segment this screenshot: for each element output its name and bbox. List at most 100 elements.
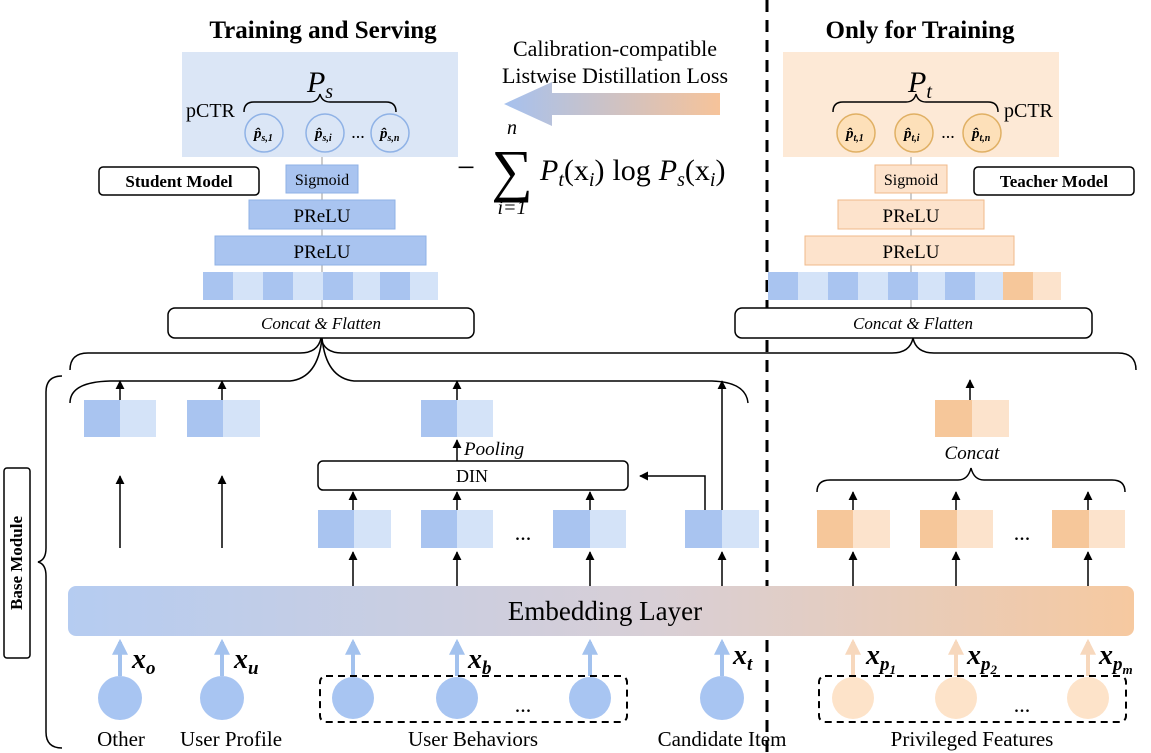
behavior-embedding-dots: ... bbox=[515, 520, 532, 545]
top-merge-brace bbox=[69, 337, 1137, 371]
teacher-prelu-2-label: PReLU bbox=[883, 242, 940, 263]
loss-minus: − bbox=[457, 149, 475, 185]
student-pctr-label: pCTR bbox=[186, 100, 236, 122]
student-embedding-strip bbox=[203, 272, 438, 300]
user-profile-input-node bbox=[200, 676, 244, 720]
other-output-embedding bbox=[84, 400, 156, 437]
label-user-behaviors: User Behaviors bbox=[408, 727, 538, 751]
label-privileged-features: Privileged Features bbox=[891, 727, 1054, 751]
privileged-embedding-2 bbox=[920, 510, 993, 548]
teacher-model-label-box bbox=[973, 166, 1135, 196]
xo-label: xo bbox=[131, 644, 156, 679]
privileged-features-group bbox=[818, 675, 1127, 723]
privileged-input-node-m bbox=[1067, 677, 1109, 719]
loss-title-line2: Listwise Distillation Loss bbox=[502, 63, 728, 88]
svg-text:p̂t,n: p̂t,n bbox=[970, 126, 991, 144]
privileged-input-node-2 bbox=[935, 677, 977, 719]
student-bubble-i: p̂s,i bbox=[305, 113, 345, 153]
teacher-bubble-1: p̂t,1 bbox=[836, 113, 876, 153]
base-module-label-box: Base Module bbox=[3, 467, 31, 659]
student-feature-brace bbox=[69, 337, 749, 404]
teacher-brace bbox=[832, 93, 999, 113]
pooling-label: Pooling bbox=[463, 439, 524, 460]
behavior-embedding-2 bbox=[421, 510, 493, 548]
student-prelu-1-label: PReLU bbox=[294, 206, 351, 227]
svg-text:p̂s,i: p̂s,i bbox=[313, 126, 332, 144]
xt-label: xt bbox=[732, 640, 753, 675]
teacher-concat-flatten-label: Concat & Flatten bbox=[853, 314, 973, 333]
student-brace bbox=[243, 93, 397, 113]
teacher-model-label: Teacher Model bbox=[1000, 172, 1108, 191]
teacher-pctr-label: pCTR bbox=[1004, 100, 1054, 122]
privileged-input-node-1 bbox=[832, 677, 874, 719]
embedding-layer-label: Embedding Layer bbox=[508, 596, 702, 626]
student-sigmoid-label: Sigmoid bbox=[295, 172, 349, 189]
teacher-pt-label: Pt bbox=[907, 66, 932, 103]
teacher-sigmoid-box bbox=[874, 164, 948, 194]
distillation-arrow bbox=[504, 82, 720, 126]
svg-text:p̂t,1: p̂t,1 bbox=[844, 126, 864, 144]
student-bubble-1: p̂s,1 bbox=[244, 113, 284, 153]
privileged-embedding-m bbox=[1052, 510, 1125, 548]
student-model-label-box bbox=[98, 166, 260, 196]
loss-sum-lower: i=1 bbox=[497, 197, 526, 219]
base-module-label: Base Module bbox=[7, 516, 26, 610]
student-prelu-2-label: PReLU bbox=[294, 242, 351, 263]
other-input-node bbox=[98, 676, 142, 720]
privileged-input-dots: ... bbox=[1014, 692, 1031, 717]
label-other: Other bbox=[97, 727, 145, 751]
xp2-label: xp2 bbox=[966, 640, 998, 677]
label-candidate-item: Candidate Item bbox=[658, 727, 787, 751]
behavior-input-node-n bbox=[569, 677, 611, 719]
user-behaviors-group bbox=[319, 675, 628, 723]
teacher-bubble-i: p̂t,i bbox=[894, 113, 934, 153]
teacher-sigmoid-label: Sigmoid bbox=[884, 172, 938, 189]
privileged-embedding-dots: ... bbox=[1014, 520, 1031, 545]
label-user-profile: User Profile bbox=[180, 727, 282, 751]
candidate-embedding bbox=[685, 510, 759, 548]
din-box bbox=[317, 460, 629, 491]
xp1-label: xp1 bbox=[865, 640, 896, 677]
teacher-embedding-strip bbox=[768, 272, 1061, 300]
teacher-prelu-1-label: PReLU bbox=[883, 206, 940, 227]
xpm-label: xpm bbox=[1098, 640, 1133, 677]
candidate-to-din-arrow bbox=[639, 471, 706, 510]
behavior-input-node-1 bbox=[332, 677, 374, 719]
student-ps-label: Ps bbox=[306, 66, 333, 103]
din-label: DIN bbox=[456, 466, 488, 486]
heading-only-for-training: Only for Training bbox=[826, 17, 1015, 44]
teacher-bubble-dots: ... bbox=[941, 122, 955, 142]
student-sigmoid-box bbox=[285, 164, 359, 194]
loss-sum-upper: n bbox=[507, 117, 517, 139]
user-profile-output-embedding bbox=[187, 400, 260, 437]
behavior-input-dots: ... bbox=[515, 692, 532, 717]
candidate-item-input-node bbox=[700, 676, 744, 720]
student-prelu-1 bbox=[248, 199, 396, 230]
behavior-embedding-1 bbox=[318, 510, 391, 548]
teacher-bubble-n: p̂t,n bbox=[962, 113, 1002, 153]
student-concat-flatten-label: Concat & Flatten bbox=[261, 314, 381, 333]
heading-training-and-serving: Training and Serving bbox=[209, 17, 437, 44]
embedding-layer-up-arrows bbox=[348, 551, 1093, 586]
student-prelu-2 bbox=[214, 235, 427, 266]
svg-text:p̂s,n: p̂s,n bbox=[378, 126, 400, 144]
behavior-output-embedding bbox=[421, 400, 493, 437]
loss-title-line1: Calibration-compatible bbox=[513, 36, 717, 61]
loss-sum-symbol: ∑ bbox=[491, 138, 532, 203]
privileged-embedding-1 bbox=[817, 510, 890, 548]
svg-text:p̂s,1: p̂s,1 bbox=[252, 126, 273, 144]
privileged-concat-brace bbox=[816, 467, 1126, 493]
concat-label: Concat bbox=[945, 443, 1001, 464]
student-bubble-n: p̂s,n bbox=[370, 113, 410, 153]
behavior-embedding-n bbox=[553, 510, 626, 548]
teacher-prelu-2 bbox=[804, 235, 1015, 266]
svg-text:p̂t,i: p̂t,i bbox=[902, 126, 920, 144]
behavior-input-node-2 bbox=[436, 677, 478, 719]
embedding-layer bbox=[68, 586, 1134, 636]
base-module-bracket bbox=[37, 375, 63, 749]
student-bubble-dots: ... bbox=[351, 122, 365, 142]
xb-label: xb bbox=[467, 644, 492, 679]
teacher-prelu-1 bbox=[837, 199, 985, 230]
